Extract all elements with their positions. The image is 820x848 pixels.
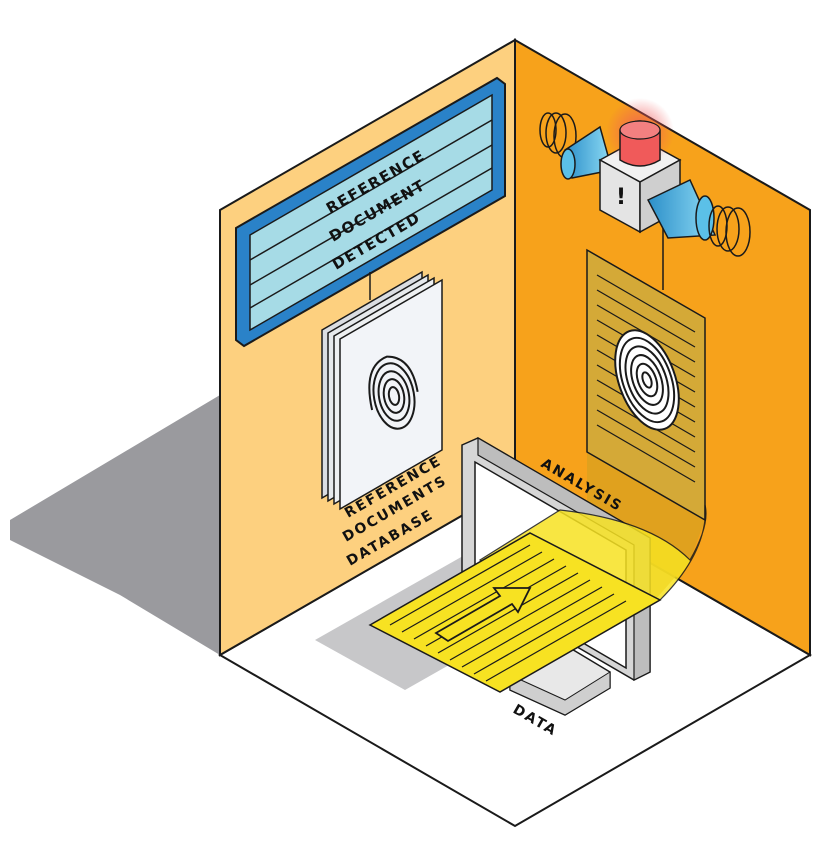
room-shadow xyxy=(10,395,220,655)
fingerprint-icon xyxy=(368,355,419,430)
alarm-symbol: ! xyxy=(616,185,626,210)
alarm-siren-icon: ! xyxy=(539,98,751,257)
right-sound-waves xyxy=(708,205,751,257)
data-document xyxy=(368,504,707,693)
reference-documents-stack xyxy=(321,270,443,511)
analysis-document xyxy=(586,248,706,600)
detected-sign: REFERENCE DOCUMENT DETECTED xyxy=(235,76,506,348)
arrow-icon xyxy=(434,587,532,643)
database-label: REFERENCE DOCUMENTS DATABASE xyxy=(340,453,450,570)
